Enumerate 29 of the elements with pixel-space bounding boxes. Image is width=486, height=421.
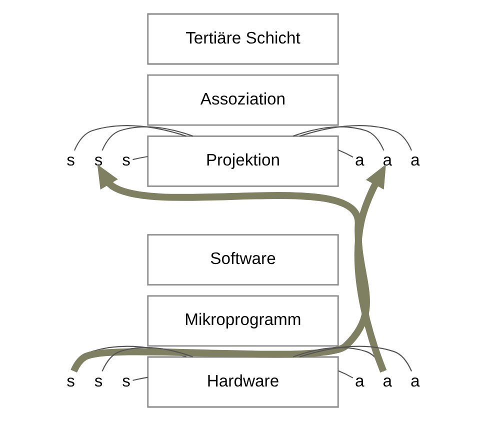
node-text: s [66, 371, 75, 390]
node-box: Mikroprogramm [147, 295, 339, 347]
connector [102, 126, 194, 151]
node-text: s [122, 371, 131, 390]
connector [299, 346, 412, 372]
arrow [354, 164, 387, 373]
node-box: Assoziation [147, 74, 339, 126]
node-text: a [410, 371, 420, 390]
connector [299, 125, 412, 151]
connector [102, 347, 194, 372]
node-text: s [122, 150, 131, 170]
connector [338, 149, 354, 158]
node-text: a [382, 371, 392, 390]
node-box: Tertiäre Schicht [147, 13, 339, 65]
connector [74, 125, 187, 151]
node-box: Software [147, 234, 339, 286]
node-text: s [66, 150, 75, 170]
node-box: Hardware [147, 356, 339, 408]
node-text: a [355, 150, 364, 170]
node-text: s [94, 150, 103, 170]
connector [132, 156, 148, 160]
node-text: a [410, 150, 420, 170]
connector [132, 376, 148, 381]
connector [338, 370, 354, 378]
connector [292, 126, 384, 151]
node-text: a [382, 150, 392, 170]
node-text: s [94, 371, 103, 390]
node-box: Projektion [147, 136, 339, 187]
node-text: a [355, 371, 364, 390]
